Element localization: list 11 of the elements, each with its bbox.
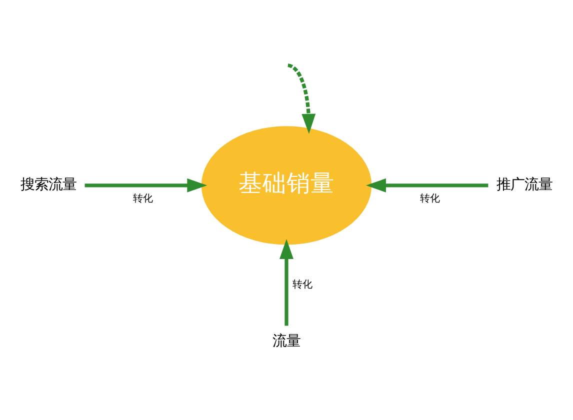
edge-label: 转化: [133, 193, 154, 204]
node-text: 流量: [272, 333, 300, 350]
arrow: [280, 238, 294, 326]
node-text: 推广流量: [496, 176, 553, 192]
edge-label: 转化: [292, 279, 312, 290]
arrow: [84, 178, 208, 192]
arrow: [366, 178, 488, 192]
node-ellipse: 基础销量: [201, 126, 372, 244]
edge-label: 转化: [420, 193, 440, 204]
arrow: [287, 63, 316, 134]
node-text: 搜索流量: [20, 176, 76, 192]
